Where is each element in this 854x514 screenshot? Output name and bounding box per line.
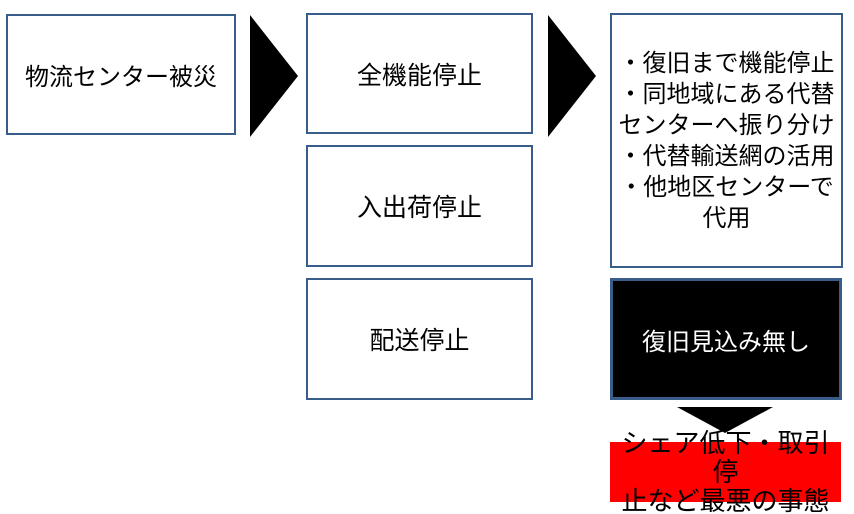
- right-arrow-icon: [548, 15, 596, 137]
- worst-case-line: シェア低下・取引停: [621, 427, 830, 487]
- countermeasure-line: ・復旧まで機能停止: [618, 49, 835, 77]
- countermeasure-line: ・同地域にある代替: [618, 80, 835, 108]
- box-worst-case-alert: シェア低下・取引停 止など最悪の事態: [610, 428, 841, 514]
- box-no-recovery-prospect-label: 復旧見込み無し: [642, 328, 810, 356]
- box-all-functions-stopped-label: 全機能停止: [356, 61, 482, 90]
- box-inbound-outbound-stopped: 入出荷停止: [306, 145, 533, 267]
- countermeasure-line: ・代替輸送網の活用: [618, 142, 835, 170]
- countermeasure-line: センターへ振り分け: [618, 111, 835, 139]
- box-delivery-stopped-label: 配送停止: [369, 327, 470, 355]
- worst-case-line: 止など最悪の事態: [621, 485, 830, 514]
- box-logistics-center-disaster-label: 物流センター被災: [25, 64, 217, 91]
- countermeasure-line: 代用: [702, 204, 751, 232]
- down-arrow-icon: [677, 407, 773, 433]
- right-arrow-icon: [250, 15, 298, 137]
- box-logistics-center-disaster: 物流センター被災: [6, 14, 236, 135]
- box-all-functions-stopped: 全機能停止: [306, 13, 533, 134]
- box-inbound-outbound-stopped-label: 入出荷停止: [356, 194, 482, 222]
- box-no-recovery-prospect: 復旧見込み無し: [610, 278, 842, 400]
- box-delivery-stopped: 配送停止: [306, 278, 533, 400]
- box-countermeasures-list: ・復旧まで機能停止 ・同地域にある代替 センターへ振り分け ・代替輸送網の活用 …: [610, 13, 843, 268]
- countermeasure-line: ・他地区センターで: [619, 173, 834, 201]
